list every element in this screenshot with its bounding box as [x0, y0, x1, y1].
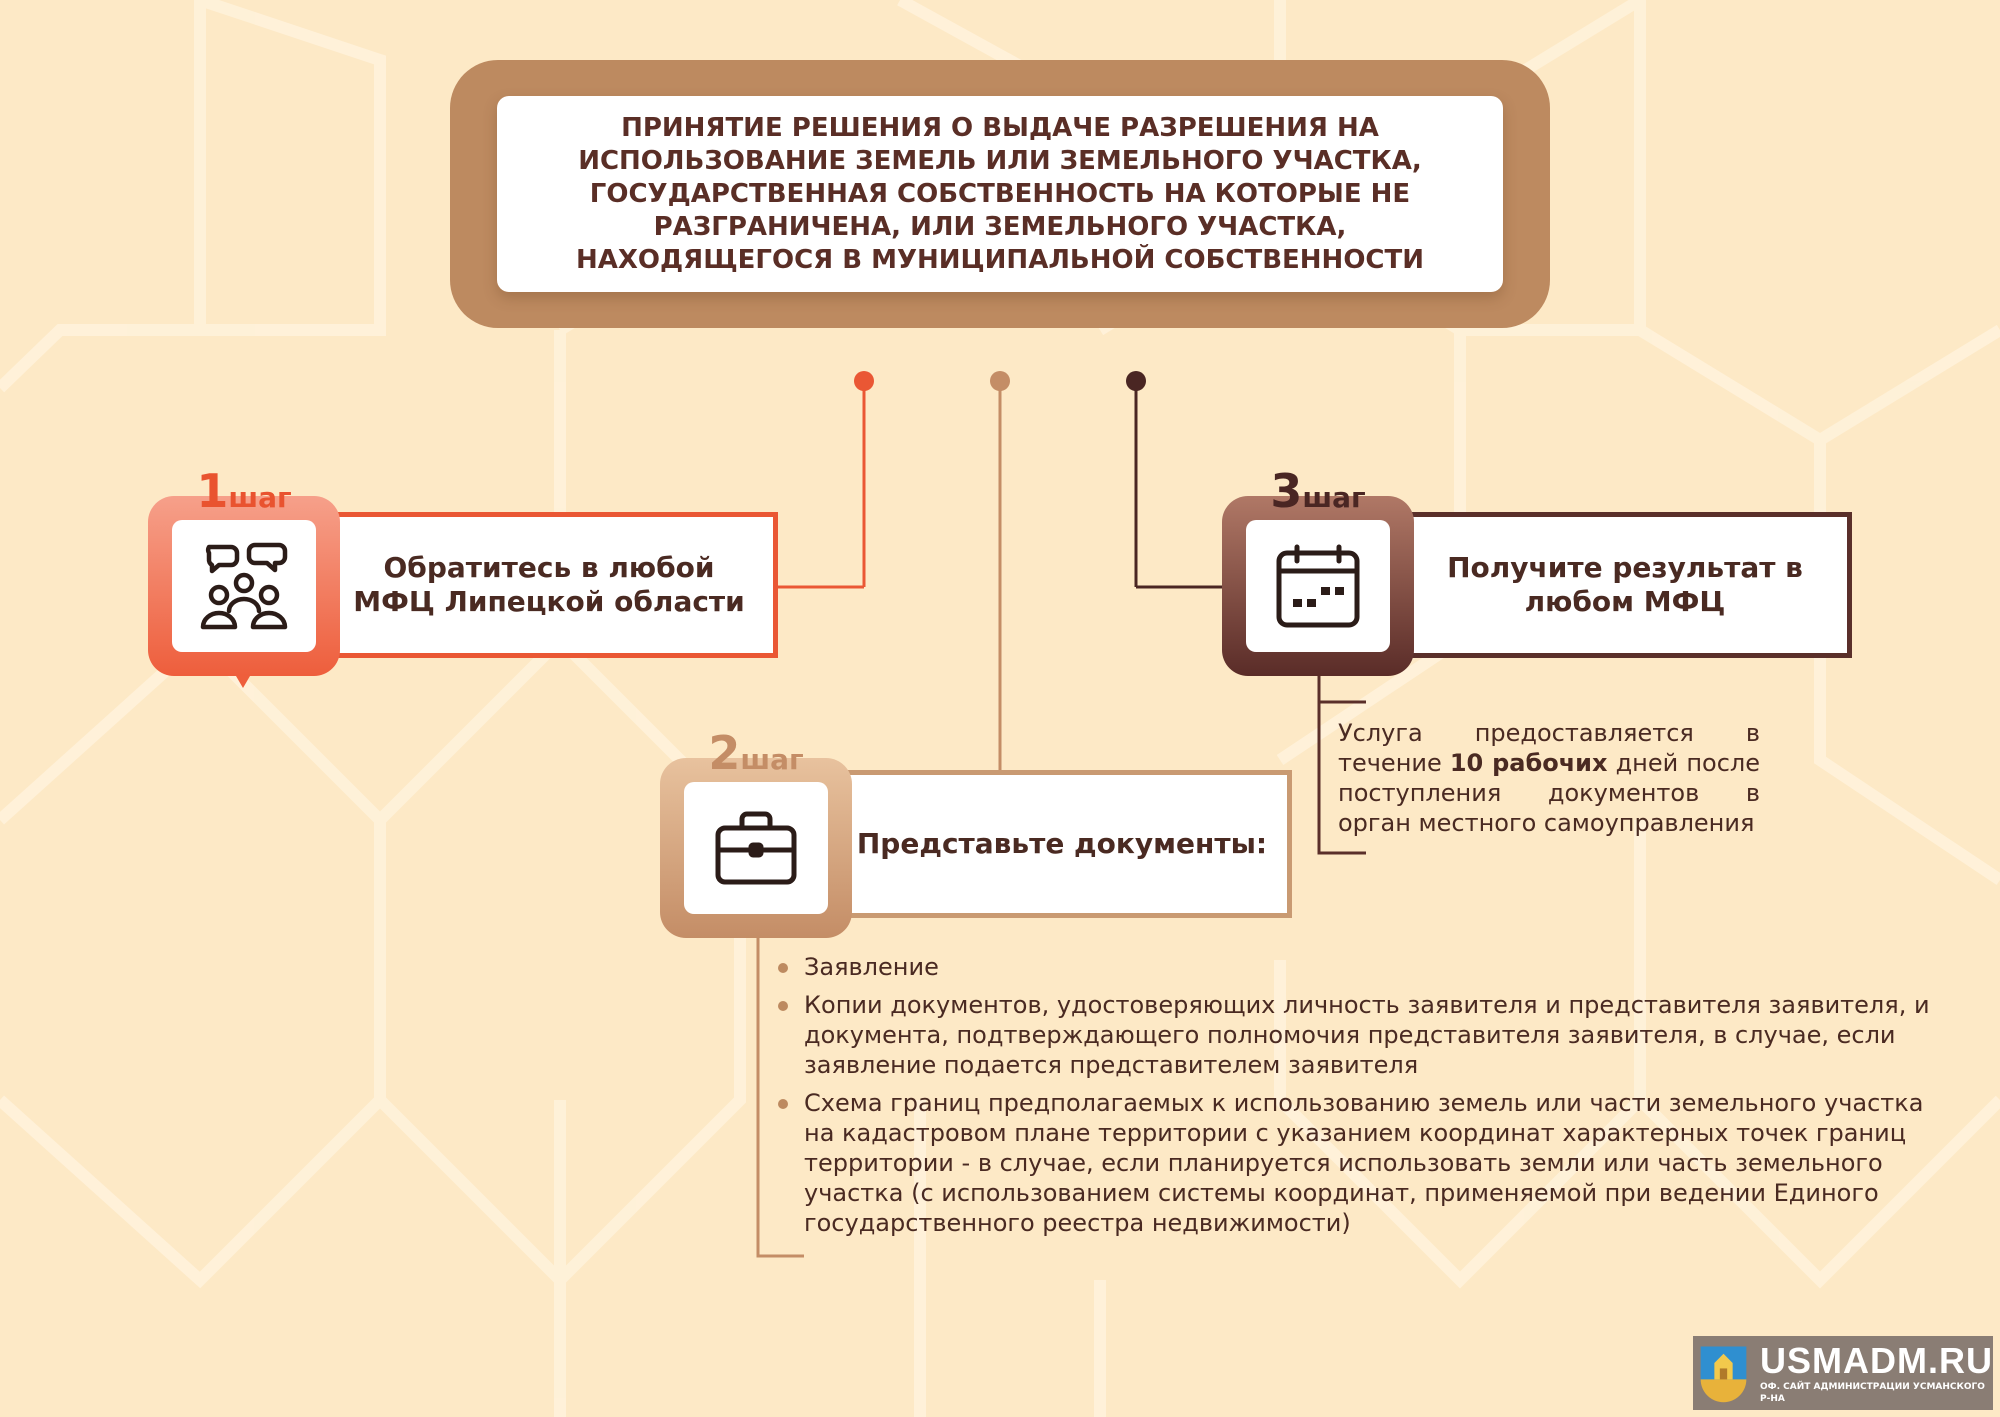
- step-1-label: Обратитесь в любой МФЦ Липецкой области: [353, 551, 745, 618]
- people-chat-icon: [200, 542, 288, 630]
- documents-list: Заявление Копии документов, удостоверяющ…: [778, 952, 1948, 1246]
- documents-bracket: [756, 938, 804, 1258]
- briefcase-icon: [715, 811, 797, 885]
- page-title: Принятие решения о выдаче разрешения на …: [575, 112, 1424, 275]
- title-card: Принятие решения о выдаче разрешения на …: [497, 96, 1503, 292]
- coat-of-arms-icon: [1700, 1346, 1747, 1403]
- title-frame: Принятие решения о выдаче разрешения на …: [450, 60, 1550, 328]
- step-2-icon-box: 2шаг: [660, 730, 852, 938]
- list-item: Копии документов, удостоверяющих личност…: [778, 990, 1948, 1080]
- step-1-badge: 1шаг: [196, 464, 292, 518]
- dot-step-2: [990, 371, 1010, 391]
- step-3-label-box: Получите результат в любом МФЦ: [1398, 512, 1852, 658]
- step-2-label-box: Представьте документы:: [832, 770, 1292, 918]
- logo-subtitle: ОФ. САЙТ АДМИНИСТРАЦИИ УСМАНСКОГО Р-НА: [1760, 1382, 1985, 1404]
- note-bracket: [1317, 700, 1366, 855]
- step-3-icon-box: 3шаг: [1222, 468, 1414, 676]
- note-text-end: дней после поступления документов в орга…: [1338, 749, 1760, 837]
- calendar-icon: [1276, 544, 1360, 628]
- dot-step-3: [1126, 371, 1146, 391]
- service-term-note: Услуга предоставляется в течение 10 рабо…: [1338, 718, 1760, 838]
- dot-step-1: [854, 371, 874, 391]
- step-1-icon-box: 1шаг: [148, 468, 340, 676]
- step-3-badge: 3шаг: [1270, 464, 1366, 518]
- note-text-start: Услуга предоставляется в течение: [1338, 719, 1760, 777]
- site-logo[interactable]: USMADM.RU ОФ. САЙТ АДМИНИСТРАЦИИ УСМАНСК…: [1693, 1336, 1993, 1410]
- list-item: Заявление: [778, 952, 1948, 982]
- logo-name: USMADM.RU: [1760, 1340, 1993, 1381]
- step-2-label: Представьте документы:: [856, 827, 1268, 860]
- note-text-bold: 10 рабочих: [1449, 749, 1608, 777]
- step-1-label-box: Обратитесь в любой МФЦ Липецкой области: [320, 512, 778, 658]
- step-3-label: Получите результат в любом МФЦ: [1447, 551, 1803, 618]
- list-item: Схема границ предполагаемых к использова…: [778, 1088, 1948, 1238]
- step-2-badge: 2шаг: [708, 726, 804, 780]
